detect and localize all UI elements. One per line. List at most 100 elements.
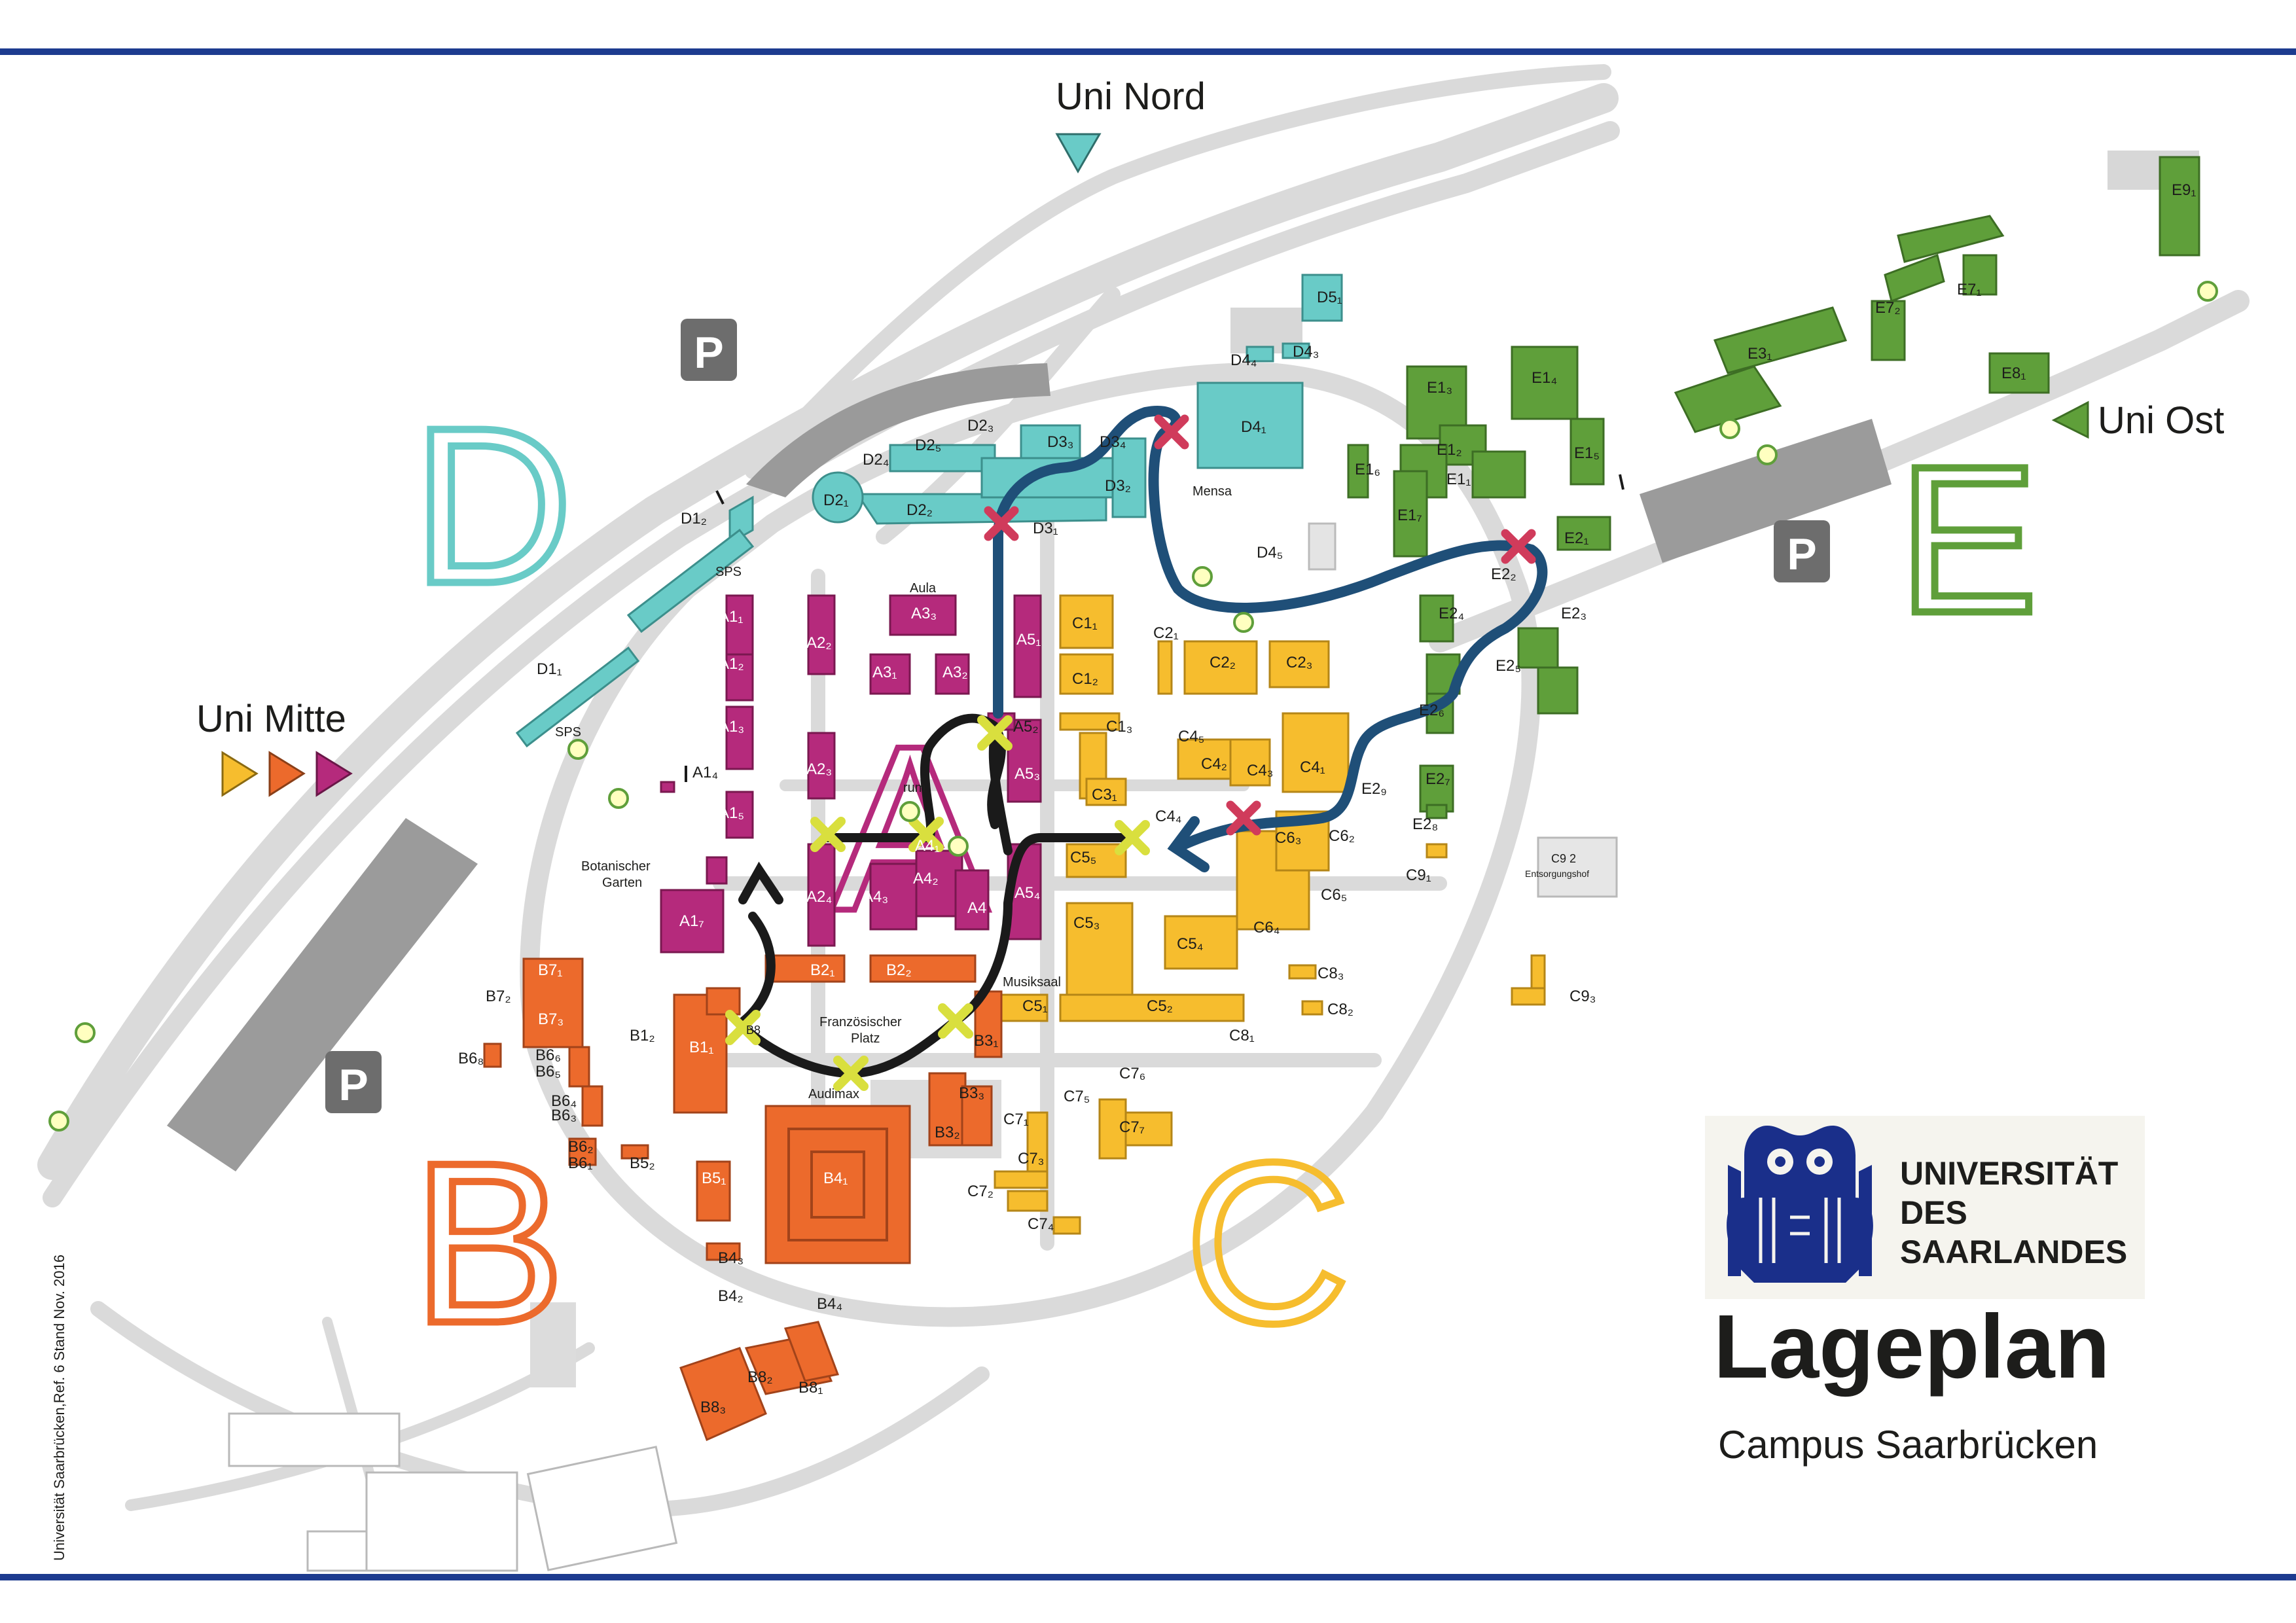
bldg-label: B4₃ — [718, 1249, 744, 1267]
bldg-label: C7₄ — [1028, 1215, 1054, 1233]
bldg-label: C3₁ — [1092, 786, 1117, 804]
bldg-label: A1₇ — [679, 912, 704, 930]
bldg-label: A5₃ — [1014, 765, 1040, 783]
bldg-label: C7₆ — [1119, 1065, 1145, 1082]
bldg-label: A2₃ — [806, 760, 832, 778]
bldg-label: C9 2 — [1551, 852, 1576, 865]
bldg-label: B8 — [746, 1024, 761, 1037]
bldg-label: C7₇ — [1119, 1118, 1145, 1136]
bldg-label: D2₁ — [823, 491, 849, 509]
bldg-label: E2₉ — [1361, 780, 1387, 798]
bldg-label: A1₁ — [719, 608, 743, 626]
bldg-label: E2₁ — [1564, 529, 1588, 547]
bldg-label: B6₃ — [551, 1107, 577, 1124]
bldg-label: A1₄ — [692, 764, 718, 781]
bldg-label: C4₄ — [1155, 808, 1181, 825]
zone-a-buildings — [660, 594, 1042, 954]
bldg-label: C6₄ — [1253, 919, 1280, 936]
bldg-label: C5₂ — [1147, 997, 1173, 1015]
zone-c-letter: C — [1185, 1115, 1350, 1371]
bldg-label: E1₇ — [1397, 507, 1422, 524]
zone-d-buildings — [515, 274, 1343, 748]
bldg-label: C4₁ — [1300, 758, 1325, 776]
uni-mitte-arrow-a-icon — [221, 751, 259, 797]
bldg-label: B6₂ — [568, 1138, 594, 1156]
bldg-label: D4₅ — [1257, 544, 1283, 562]
place-franz1: Französischer — [819, 1015, 902, 1029]
bus-stop-icons — [48, 281, 2218, 1132]
route-blue-arrowhead — [1167, 816, 1210, 872]
credit-text: Universität Saarbrücken,Ref. 6 Stand Nov… — [51, 1255, 67, 1561]
bldg-label: B6₄ — [551, 1092, 577, 1110]
bldg-label: D4₃ — [1293, 343, 1319, 361]
uni-name-line2: DES — [1900, 1194, 1967, 1231]
bldg-label: C5₃ — [1073, 914, 1100, 932]
road-barriers — [685, 474, 1624, 782]
bldg-label: A1₂ — [719, 655, 744, 673]
bldg-label: C5₁ — [1022, 997, 1048, 1015]
place-aula: Aula — [910, 581, 937, 596]
bldg-label: B3₂ — [935, 1124, 960, 1141]
bldg-label: D3₁ — [1033, 520, 1058, 537]
bldg-label: B2₂ — [886, 961, 912, 979]
bldg-label: C7₁ — [1003, 1111, 1029, 1128]
uni-mitte-arrow-c-icon — [315, 751, 353, 797]
bldg-label: B4₁ — [823, 1169, 848, 1187]
entrance-markers: Uni Nord Uni Ost Uni Mitte — [196, 75, 2224, 797]
university-logo: UNIVERSITÄT DES SAARLANDES — [1705, 1116, 2145, 1299]
bldg-label: C6₅ — [1321, 886, 1347, 904]
bldg-label: C8₂ — [1327, 1001, 1354, 1018]
bldg-label: E2₂ — [1491, 565, 1516, 583]
bldg-label: B8₁ — [798, 1379, 823, 1397]
uni-name-line3: SAARLANDES — [1900, 1234, 2127, 1270]
bldg-label: C1₁ — [1072, 615, 1098, 632]
bldg-label: A5₄ — [1014, 884, 1040, 902]
place-botanischer: Botanischer — [581, 859, 651, 874]
place-garten: Garten — [602, 876, 642, 890]
uni-ost-label: Uni Ost — [2098, 399, 2224, 442]
bldg-label: C4₃ — [1247, 762, 1273, 779]
bldg-label: C6₃ — [1275, 829, 1301, 847]
place-mensa: Mensa — [1193, 484, 1232, 499]
place-forum: rum — [903, 781, 925, 795]
bldg-label: E7₂ — [1875, 299, 1901, 317]
place-franz2: Platz — [851, 1031, 880, 1046]
place-labels: Aula Mensa SPS SPS Botanischer Garten Fr… — [555, 484, 1589, 1101]
bldg-label: B8₃ — [700, 1399, 726, 1416]
bldg-label: B6₁ — [568, 1154, 592, 1172]
bldg-label: D2₅ — [915, 437, 941, 454]
bldg-label: B7₃ — [538, 1010, 564, 1028]
route-black-arrowhead — [738, 861, 783, 904]
zone-e-letter: E — [1898, 422, 2037, 656]
parking-label-b: P — [338, 1060, 368, 1110]
bldg-label: E1₄ — [1532, 369, 1557, 387]
bldg-label: B7₁ — [538, 961, 562, 979]
bldg-label: E2₇ — [1426, 770, 1450, 788]
bldg-label: A4 — [967, 899, 986, 917]
map-subtitle: Campus Saarbrücken — [1718, 1423, 2098, 1467]
uni-mitte-label: Uni Mitte — [196, 698, 346, 740]
bldg-label: B6₈ — [458, 1050, 484, 1067]
bldg-label: D3₂ — [1105, 477, 1131, 495]
bldg-label: E1₁ — [1446, 471, 1471, 488]
bldg-label: B4₄ — [817, 1295, 842, 1313]
bldg-label: B3₃ — [959, 1084, 984, 1102]
zone-d-letter: D — [412, 382, 573, 630]
bldg-label: A3₃ — [911, 605, 937, 622]
bldg-label: D2₃ — [967, 417, 994, 435]
bldg-label: D4₁ — [1241, 418, 1266, 436]
place-sps-lower: SPS — [555, 725, 581, 740]
bldg-label: A4₃ — [863, 888, 888, 906]
bldg-label: D1₂ — [681, 510, 707, 527]
bldg-label: E8₁ — [2001, 365, 2026, 382]
bldg-label: D2₂ — [906, 501, 933, 519]
zone-c-buildings — [994, 594, 1546, 1235]
uni-nord-label: Uni Nord — [1056, 75, 1206, 118]
bldg-label: B7₂ — [486, 988, 511, 1005]
bldg-label: C1₃ — [1106, 718, 1132, 736]
bldg-label: C7₃ — [1018, 1150, 1044, 1168]
bldg-label: C4₂ — [1201, 755, 1227, 773]
frame-bottom-line — [0, 1574, 2296, 1580]
zone-e-buildings — [1347, 156, 2200, 819]
bldg-label: C6₂ — [1329, 827, 1355, 845]
